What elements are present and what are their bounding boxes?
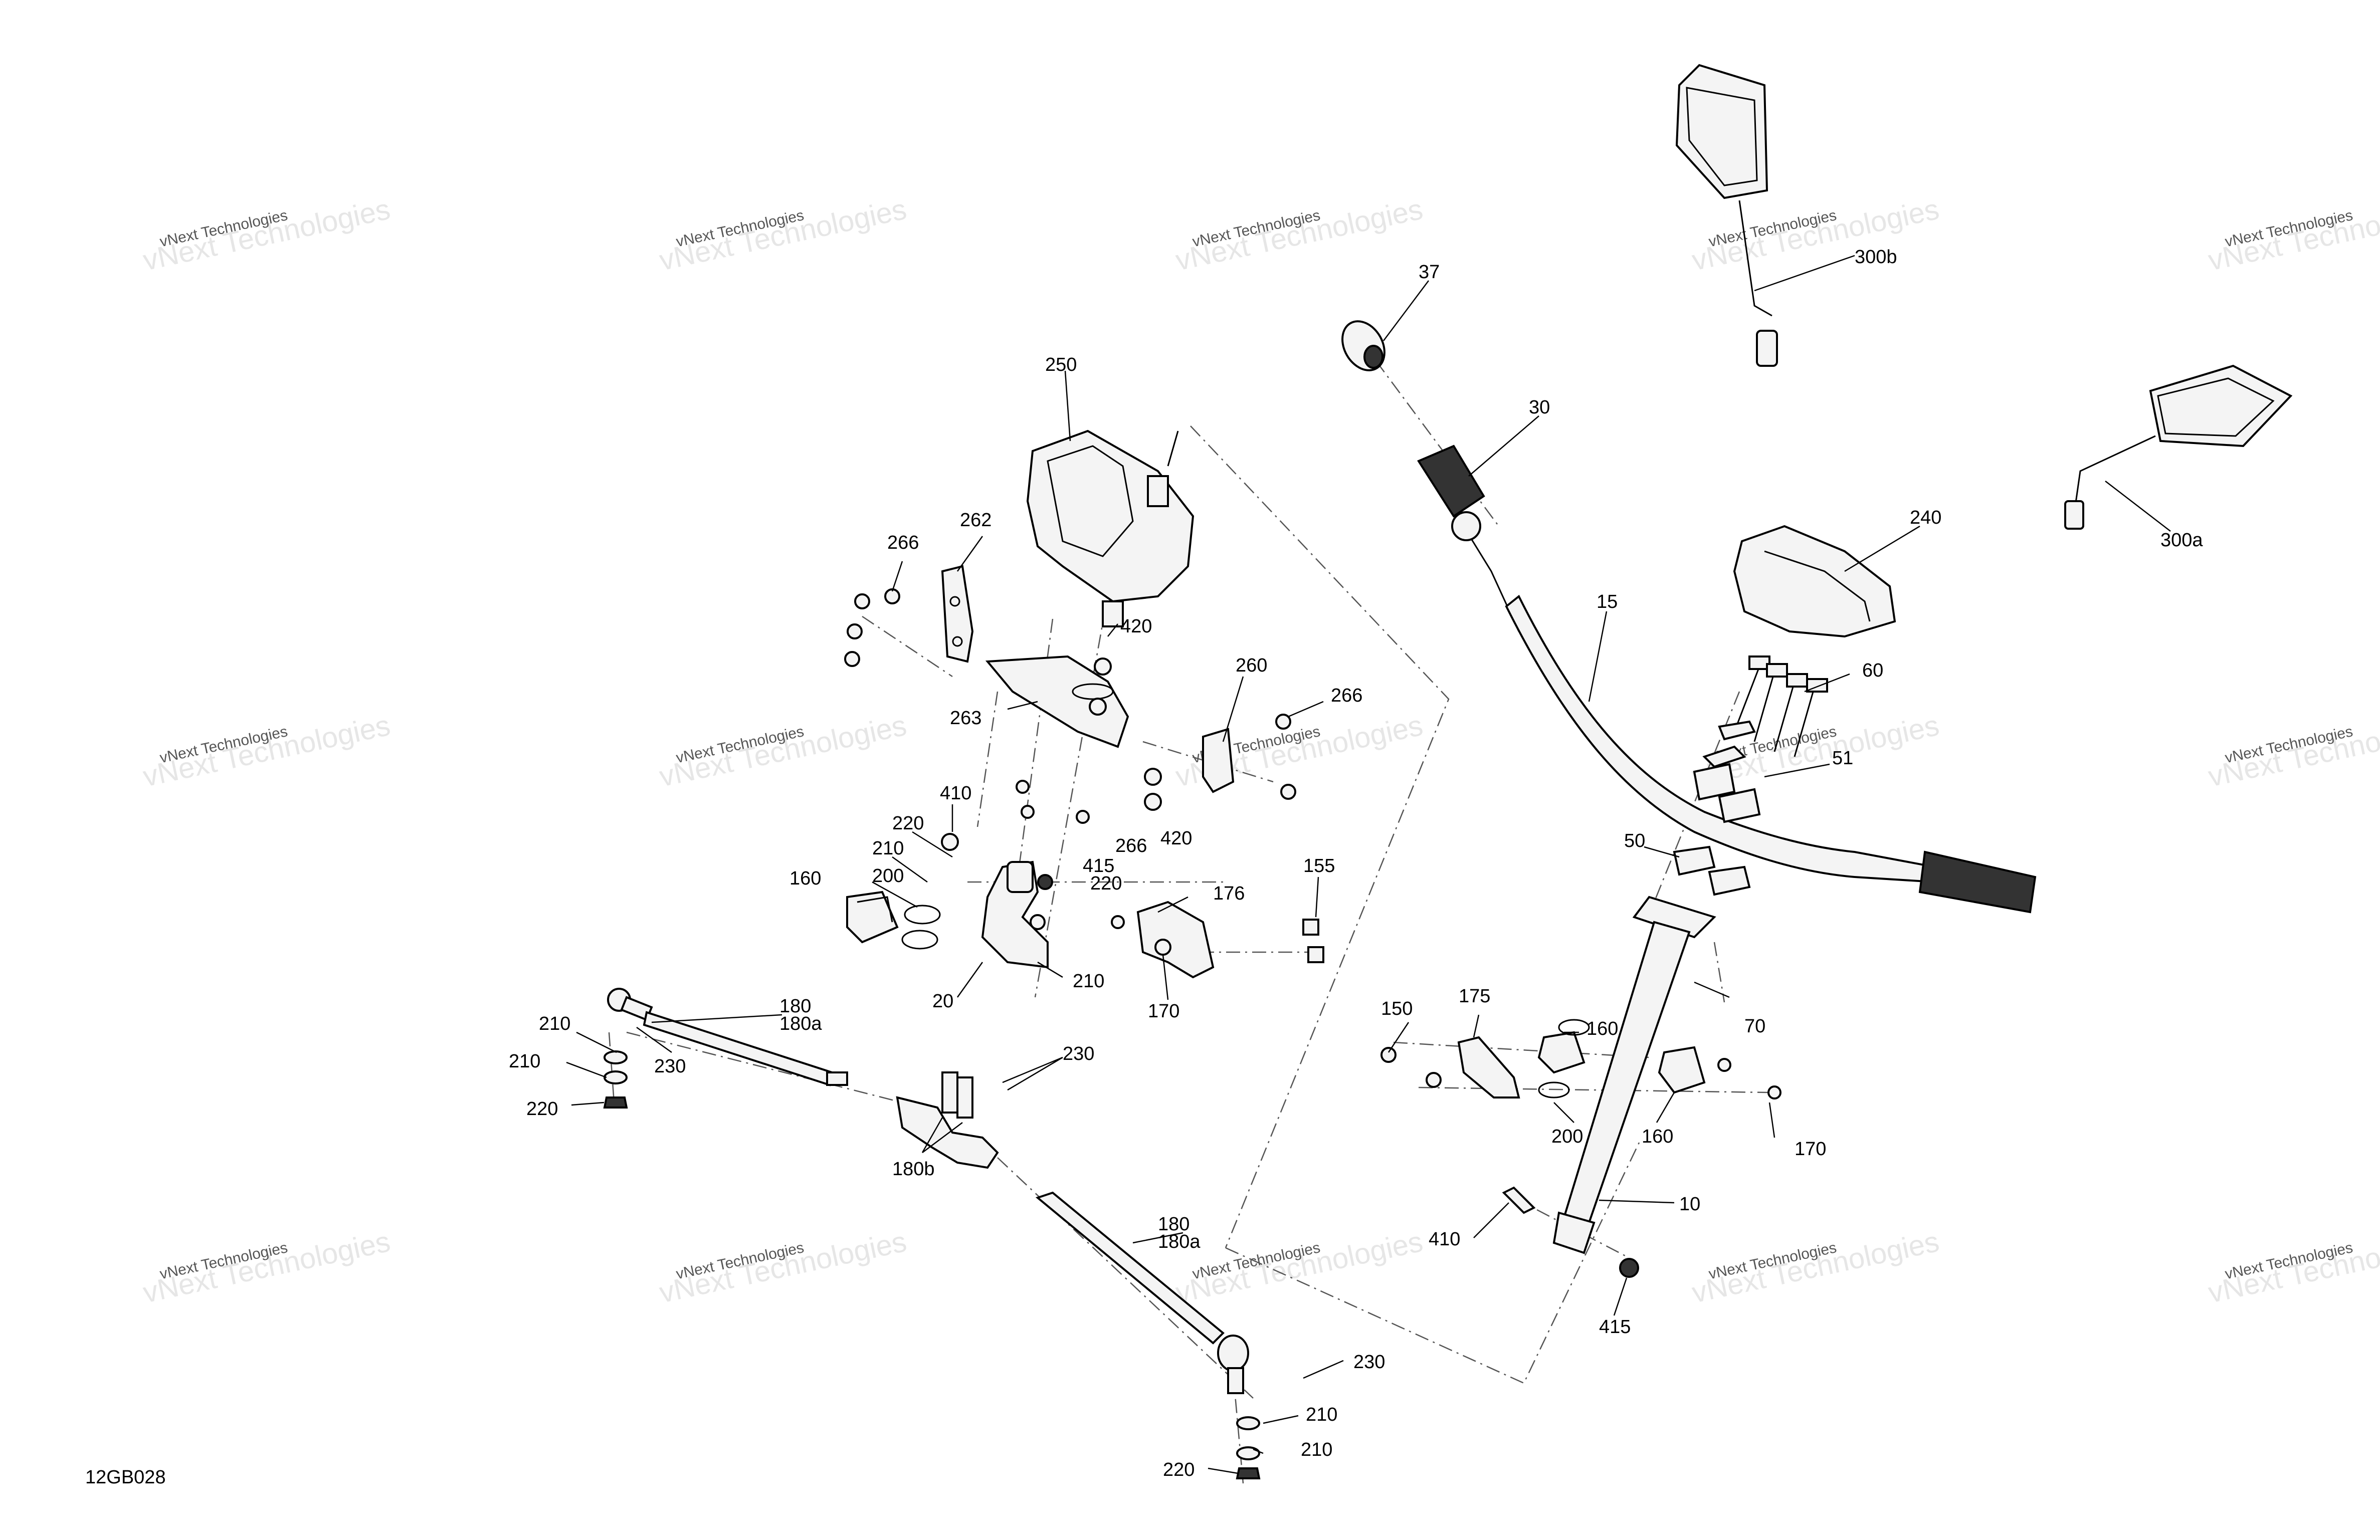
callout-220-a: 220 bbox=[892, 813, 924, 834]
tie-rod-180-lower bbox=[1035, 1191, 1261, 1479]
bolt-410-right bbox=[1502, 1186, 1536, 1214]
callout-220-c: 220 bbox=[526, 1098, 558, 1120]
callout-200-b: 200 bbox=[1551, 1126, 1583, 1147]
watermark: vNext Technologies vNext Technologies bbox=[2206, 193, 2380, 277]
callout-176: 176 bbox=[1213, 883, 1245, 904]
bushing-160-left bbox=[846, 891, 899, 944]
watermark: vNext Technologies vNext Technologies bbox=[2206, 709, 2380, 793]
callout-20: 20 bbox=[932, 991, 953, 1012]
bracket-260 bbox=[1202, 728, 1235, 793]
watermark: vNext Technologies vNext Technologies bbox=[140, 193, 393, 277]
watermark: vNext Technologies vNext Technologies bbox=[2206, 1225, 2380, 1309]
watermark: vNext Technologies vNext Technologies bbox=[1689, 193, 1942, 277]
callout-170-b: 170 bbox=[1795, 1139, 1826, 1160]
callout-10: 10 bbox=[1679, 1194, 1700, 1215]
callout-175: 175 bbox=[1459, 986, 1490, 1007]
watermark: vNext Technologies vNext Technologies bbox=[657, 1225, 909, 1309]
callout-170-a: 170 bbox=[1148, 1001, 1179, 1022]
tie-rod-180-upper bbox=[603, 988, 848, 1109]
callout-410-a: 410 bbox=[940, 783, 971, 804]
power-steering-unit-250 bbox=[1026, 429, 1195, 627]
bolts-60 bbox=[1733, 655, 1828, 757]
watermark: vNext Technologies vNext Technologies bbox=[1689, 1225, 1942, 1309]
callout-300b: 300b bbox=[1855, 247, 1897, 268]
watermark: vNext Technologies vNext Technologies bbox=[1173, 193, 1426, 277]
callout-420-a: 420 bbox=[1120, 616, 1152, 637]
bracket-262 bbox=[941, 565, 974, 663]
callout-60: 60 bbox=[1862, 660, 1883, 681]
bracket-175 bbox=[1380, 1036, 1520, 1098]
callout-230-c: 230 bbox=[1353, 1352, 1385, 1373]
watermark-grid: vNext Technologies vNext Technologies vN… bbox=[140, 193, 2380, 1309]
callout-210-a: 210 bbox=[872, 838, 904, 859]
callout-210-c: 210 bbox=[539, 1013, 570, 1034]
watermark: vNext Technologies vNext Technologies bbox=[657, 193, 909, 277]
rings-200-left bbox=[901, 905, 941, 950]
mirror-300b bbox=[1675, 64, 1778, 367]
callout-180a-upper: 180a bbox=[779, 1013, 822, 1034]
callout-150: 150 bbox=[1381, 998, 1413, 1019]
callout-200-a: 200 bbox=[872, 865, 904, 887]
callout-220-b: 220 bbox=[1090, 873, 1122, 894]
callout-266-c: 266 bbox=[1115, 835, 1147, 856]
callout-415-b: 415 bbox=[1599, 1316, 1631, 1338]
callout-180b: 180b bbox=[892, 1159, 935, 1180]
callout-230-b: 230 bbox=[1063, 1043, 1094, 1064]
callout-15: 15 bbox=[1597, 591, 1618, 612]
callout-210-b: 210 bbox=[1073, 971, 1104, 992]
callout-30: 30 bbox=[1529, 397, 1550, 418]
callout-160-a: 160 bbox=[789, 868, 821, 889]
callout-37: 37 bbox=[1419, 262, 1440, 283]
callout-250: 250 bbox=[1045, 354, 1077, 375]
bolts-155 bbox=[1302, 919, 1324, 963]
bar-end-37 bbox=[1341, 320, 1385, 371]
watermark: vNext Technologies vNext Technologies bbox=[140, 709, 393, 793]
document-id: 12GB028 bbox=[85, 1467, 166, 1488]
grip-30 bbox=[1417, 445, 1520, 632]
callout-230-a: 230 bbox=[654, 1056, 686, 1077]
clamps-50-51 bbox=[1673, 720, 1761, 896]
callout-155: 155 bbox=[1303, 855, 1335, 876]
bushing-160-right bbox=[1537, 1019, 1781, 1099]
handlebar-15 bbox=[1505, 594, 2037, 914]
callout-266-a: 266 bbox=[887, 532, 919, 553]
callout-50: 50 bbox=[1624, 830, 1645, 851]
callout-263: 263 bbox=[950, 708, 981, 729]
callout-210-e: 210 bbox=[1306, 1404, 1337, 1425]
watermark: vNext Technologies vNext Technologies bbox=[1173, 1225, 1426, 1309]
callout-210-d: 210 bbox=[509, 1051, 540, 1072]
callout-210-f: 210 bbox=[1301, 1439, 1332, 1460]
callout-266-b: 266 bbox=[1331, 685, 1362, 706]
hardware-left bbox=[844, 588, 1296, 851]
callout-180-lower: 180 bbox=[1158, 1214, 1189, 1235]
callout-180a-lower: 180a bbox=[1158, 1231, 1201, 1252]
callout-262: 262 bbox=[960, 510, 991, 531]
callout-410-b: 410 bbox=[1429, 1229, 1460, 1250]
callout-70: 70 bbox=[1744, 1016, 1765, 1037]
callout-160-b: 160 bbox=[1586, 1018, 1618, 1039]
callout-420-b: 420 bbox=[1160, 828, 1192, 849]
callout-415-a: 415 bbox=[1083, 855, 1114, 876]
mirror-300a bbox=[2064, 364, 2293, 530]
watermark: vNext Technologies vNext Technologies bbox=[657, 709, 909, 793]
callout-labels: 37 30 300b 300a 240 15 60 51 50 70 250 2… bbox=[509, 247, 2203, 1480]
callout-180-upper: 180 bbox=[779, 996, 811, 1017]
callout-300a: 300a bbox=[2160, 530, 2203, 551]
callout-160-c: 160 bbox=[1642, 1126, 1673, 1147]
callout-51: 51 bbox=[1832, 748, 1853, 769]
callout-220-d: 220 bbox=[1163, 1459, 1195, 1480]
steering-column-10 bbox=[1552, 896, 1716, 1278]
watermark: vNext Technologies vNext Technologies bbox=[140, 1225, 393, 1309]
hand-guard-240 bbox=[1733, 525, 1896, 638]
pitman-arm-20 bbox=[981, 860, 1053, 969]
bracket-176 bbox=[1111, 901, 1215, 979]
bracket-263 bbox=[985, 655, 1129, 748]
leader-lines bbox=[566, 255, 2171, 1474]
callout-240: 240 bbox=[1910, 507, 1941, 528]
tie-rod-end-180b bbox=[896, 1071, 999, 1169]
callout-260: 260 bbox=[1236, 655, 1267, 676]
